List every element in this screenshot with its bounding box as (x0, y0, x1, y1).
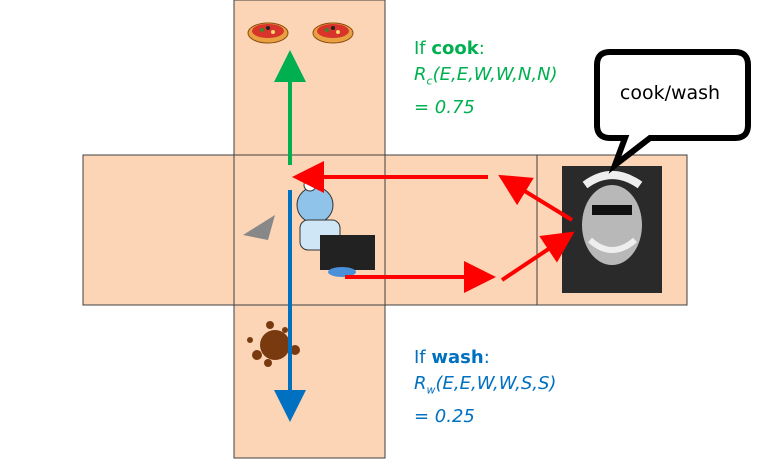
cook-reward-subscript: c (426, 74, 433, 88)
path-arrow-northwest (498, 174, 574, 222)
cell-bottom (233, 304, 386, 459)
pizza-icon (247, 22, 289, 44)
cook-reward-value: = 0.75 (414, 96, 475, 118)
cook-heading-action: cook (431, 38, 479, 59)
speech-bubble (594, 49, 751, 174)
wash-heading-suffix: : (483, 347, 490, 368)
cell-top (233, 0, 386, 156)
cook-reward-args: (E,E,W,W,N,N) (432, 64, 558, 85)
wash-reward-args: (E,E,W,W,S,S) (435, 373, 557, 394)
path-arrow-northeast (500, 231, 575, 282)
wash-reward-subscript: w (426, 383, 436, 397)
wash-heading-prefix: If (414, 347, 432, 368)
speech-bubble-text: cook/wash (619, 82, 721, 104)
cook-heading-suffix: : (478, 38, 485, 59)
mud-stain-icon (247, 321, 300, 367)
wash-reward-label: If wash: Rw(E,E,W,W,S,S) = 0.25 (414, 345, 556, 430)
cook-heading-prefix: If (414, 38, 432, 59)
cook-reward-symbol: R (414, 64, 427, 85)
wash-heading-action: wash (431, 347, 484, 368)
wash-reward-symbol: R (414, 373, 427, 394)
cook-reward-label: If cook: Rc(E,E,W,W,N,N) = 0.75 (414, 36, 558, 121)
wash-reward-value: = 0.25 (414, 405, 475, 427)
cell-west (82, 154, 235, 306)
person-portrait (562, 166, 662, 293)
pizza-icon (312, 22, 354, 44)
